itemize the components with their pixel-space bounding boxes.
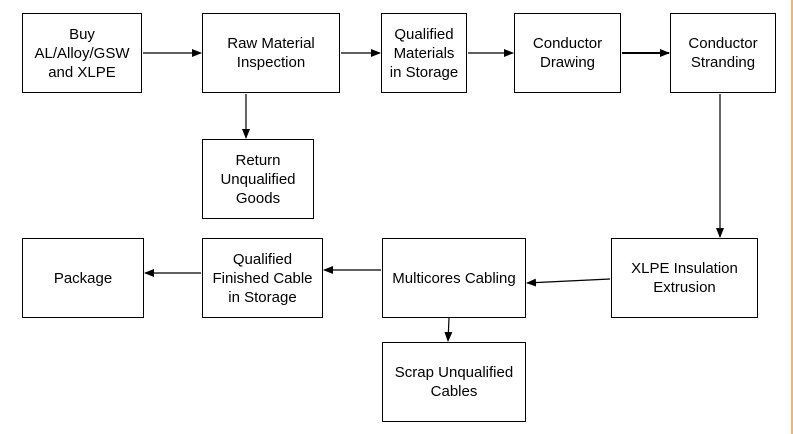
edge-xlpe-to-multi (526, 278, 611, 287)
page-edge-accent (791, 0, 793, 434)
node-qualified-finished-cable-label: Qualified Finished Cable in Storage (212, 250, 313, 306)
node-qualified-materials-storage: Qualified Materials in Storage (381, 13, 467, 93)
node-conductor-stranding-label: Conductor Stranding (688, 35, 758, 71)
node-scrap-unqualified-cables: Scrap Unqualified Cables (382, 342, 526, 422)
node-conductor-drawing-label: Conductor Drawing (532, 35, 603, 71)
node-conductor-stranding: Conductor Stranding (670, 13, 776, 93)
node-raw-material-inspection: Raw Material Inspection (202, 13, 340, 93)
node-scrap-unqualified-cables-label: Scrap Unqualified Cables (394, 364, 514, 400)
node-qualified-finished-cable: Qualified Finished Cable in Storage (202, 238, 323, 318)
node-buy-materials-label: Buy AL/Alloy/GSW and XLPE (34, 25, 130, 81)
node-multicores-cabling-label: Multicores Cabling (392, 269, 516, 287)
node-package: Package (22, 238, 144, 318)
edge-multi-to-scrap (444, 317, 453, 342)
node-xlpe-insulation-extrusion-label: XLPE Insulation Extrusion (631, 260, 738, 296)
node-return-unqualified-goods-label: Return Unqualified Goods (220, 151, 296, 207)
node-buy-materials: Buy AL/Alloy/GSW and XLPE (22, 13, 142, 93)
node-multicores-cabling: Multicores Cabling (382, 238, 526, 318)
node-package-label: Package (53, 269, 113, 287)
node-xlpe-insulation-extrusion: XLPE Insulation Extrusion (611, 238, 758, 318)
node-qualified-materials-storage-label: Qualified Materials in Storage (389, 25, 459, 81)
node-raw-material-inspection-label: Raw Material Inspection (227, 35, 315, 71)
node-return-unqualified-goods: Return Unqualified Goods (202, 139, 314, 219)
node-conductor-drawing: Conductor Drawing (514, 13, 621, 93)
